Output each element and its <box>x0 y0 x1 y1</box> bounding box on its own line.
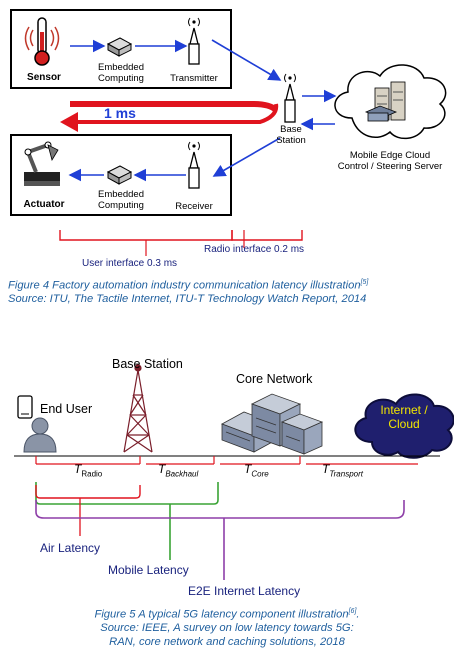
internet-cloud-shape <box>354 393 454 459</box>
sensor-label: Sensor <box>27 72 61 83</box>
core-network-label: Core Network <box>236 372 313 386</box>
segment-brackets <box>35 456 418 465</box>
caption-text: Figure 4 Factory automation industry com… <box>8 279 361 292</box>
edge-cloud-shape <box>334 64 447 140</box>
t-sub: Transport <box>329 469 363 479</box>
base-station-label: Base Station <box>112 357 183 371</box>
embedded-computing-device-icon <box>106 165 133 185</box>
t-core-label: TCore <box>244 462 269 478</box>
radio-interface-bracket <box>231 230 303 241</box>
transmitter-antenna-icon <box>188 17 200 65</box>
cloud-line-1: Mobile Edge Cloud <box>349 150 431 161</box>
air-latency-label: Air Latency <box>40 541 101 555</box>
transmitter-label: Transmitter <box>170 73 218 84</box>
t-transport-label: TTransport <box>322 462 363 478</box>
thermometer-icon <box>24 17 60 66</box>
cloud-label: Mobile Edge Cloud Control / Steering Ser… <box>338 150 443 172</box>
e2e-latency-label: E2E Internet Latency <box>188 584 301 598</box>
embedded-computing-label: Embedded Computing <box>98 189 144 211</box>
caption-ref: [5] <box>360 279 369 286</box>
t-symbol: T <box>74 462 82 476</box>
receiver-antenna-icon <box>188 141 200 189</box>
robot-arm-icon <box>24 141 60 186</box>
internet-line-1: Internet / <box>380 403 428 417</box>
t-backhaul-label: TBackhaul <box>158 462 198 478</box>
figure-5-caption: Figure 5 A typical 5G latency component … <box>94 608 360 648</box>
cell-tower-icon <box>123 364 153 453</box>
caption-text: Figure 5 A typical 5G latency component … <box>94 608 349 621</box>
figure-5-diagram <box>14 364 454 580</box>
base-line-2: Station <box>276 135 306 146</box>
t-radio-label: TRadio <box>74 462 102 478</box>
latency-label: 1 ms <box>104 105 136 121</box>
t-symbol: T <box>158 462 166 476</box>
phone-icon <box>17 395 33 419</box>
core-server-icon <box>221 393 324 455</box>
cloud-line-2: Control / Steering Server <box>337 161 443 172</box>
caption-source-cont: RAN, core network and caching solutions,… <box>109 635 345 648</box>
base-station-antenna-icon <box>284 73 296 123</box>
t-symbol: T <box>322 462 330 476</box>
caption-source: Source: IEEE, A survey on low latency to… <box>100 622 354 635</box>
user-icon <box>23 417 57 453</box>
internet-cloud-label: Internet / Cloud <box>380 403 427 431</box>
t-sub: Core <box>251 469 269 479</box>
embedded-line-1: Embedded <box>98 189 144 200</box>
embedded-line-2: Computing <box>98 200 144 211</box>
internet-line-2: Cloud <box>388 417 420 431</box>
user-interface-label: User interface 0.3 ms <box>82 258 178 269</box>
air-bracket <box>35 485 141 499</box>
figure-4-diagram <box>10 9 447 256</box>
green-bracket <box>35 482 219 505</box>
caption-ref: [6] <box>348 608 357 615</box>
embedded-line-2: Computing <box>98 73 144 84</box>
user-interface-bracket <box>59 230 233 241</box>
embedded-line-1: Embedded <box>98 62 144 73</box>
latency-loop-arrow <box>60 101 279 132</box>
t-symbol: T <box>244 462 252 476</box>
receiver-label: Receiver <box>175 201 213 212</box>
actuator-label: Actuator <box>23 199 65 210</box>
server-rack-icon <box>364 81 406 122</box>
caption-source: Source: ITU, The Tactile Internet, ITU-T… <box>8 293 367 306</box>
mobile-latency-label: Mobile Latency <box>108 563 189 577</box>
t-sub: Radio <box>81 469 103 479</box>
embedded-computing-device-icon <box>106 37 133 57</box>
base-station-label: Base Station <box>276 124 306 146</box>
base-line-1: Base <box>280 124 302 135</box>
t-sub: Backhaul <box>165 469 199 479</box>
figure-4-caption: Figure 4 Factory automation industry com… <box>8 276 454 307</box>
end-user-label: End User <box>40 402 93 416</box>
purple-bracket <box>35 500 405 519</box>
radio-interface-label: Radio interface 0.2 ms <box>204 244 305 255</box>
embedded-computing-label: Embedded Computing <box>98 62 144 84</box>
